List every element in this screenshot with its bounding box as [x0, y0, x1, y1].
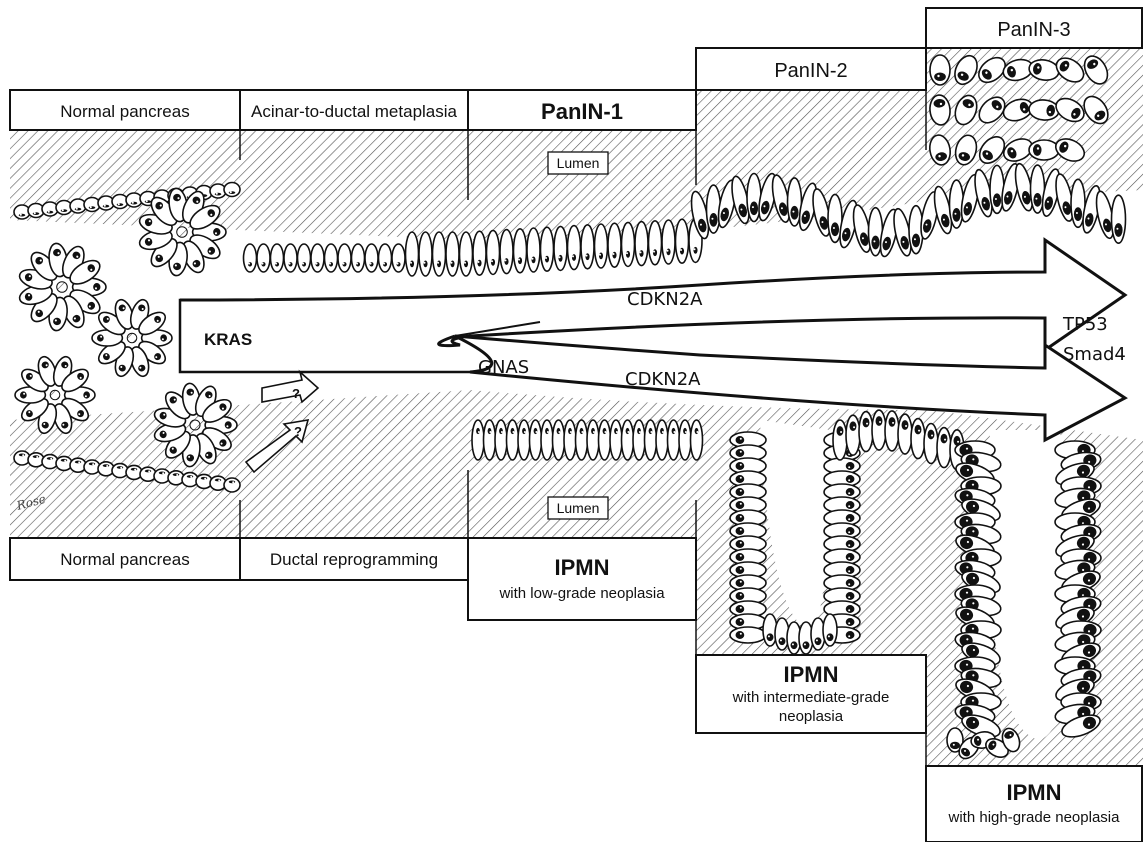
svg-text:Lumen: Lumen	[557, 155, 600, 171]
label-ipmn-intermediate-sub1: with intermediate-grade	[732, 689, 890, 706]
ipmn-cell	[472, 420, 484, 460]
columnar-cell	[325, 244, 338, 272]
columnar-cell	[311, 244, 324, 272]
columnar-cell	[595, 224, 608, 268]
ipmn-int-cell	[885, 411, 899, 451]
papillary-cell	[1029, 140, 1059, 160]
columnar-cell	[433, 232, 446, 276]
ipmn-cell	[576, 420, 588, 460]
ipmn-cell	[622, 420, 634, 460]
columnar-cell	[271, 244, 284, 272]
columnar-cell	[338, 244, 351, 272]
ipmn-cell	[587, 420, 599, 460]
columnar-cell	[581, 225, 594, 269]
lumen-label-bottom: Lumen	[548, 497, 608, 519]
ipmn-cell	[507, 420, 519, 460]
label-ipmn-low-title: IPMN	[555, 555, 610, 580]
columnar-cell	[379, 244, 392, 272]
columnar-cell	[419, 232, 432, 276]
columnar-cell	[662, 220, 675, 264]
ipmn-int-cell	[859, 412, 873, 452]
columnar-cell	[352, 244, 365, 272]
ipmn-cell	[656, 420, 668, 460]
ipmn-cell	[691, 420, 703, 460]
columnar-cell	[298, 244, 311, 272]
label-ipmn-high-sub: with high-grade neoplasia	[948, 809, 1121, 826]
ipmn-cell	[541, 420, 553, 460]
label-adm: Acinar-to-ductal metaplasia	[251, 102, 458, 121]
dysplastic-cell	[1112, 195, 1126, 243]
columnar-cell	[635, 222, 648, 266]
label-normal-pancreas-top: Normal pancreas	[60, 102, 189, 121]
ipmn-cell	[484, 420, 496, 460]
label-panin3: PanIN-3	[997, 19, 1070, 41]
columnar-cell	[244, 244, 257, 272]
ipmn-int-cell	[846, 415, 860, 455]
columnar-cell	[514, 229, 527, 273]
ipmn-int-cell	[730, 627, 766, 643]
columnar-cell	[487, 230, 500, 274]
svg-text:Lumen: Lumen	[557, 500, 600, 516]
ipmn-int-cell	[823, 614, 837, 646]
columnar-cell	[676, 219, 689, 263]
columnar-cell	[392, 244, 405, 272]
ipmn-int-cell	[924, 424, 938, 464]
columnar-cell	[527, 228, 540, 272]
ipmn-cell	[633, 420, 645, 460]
label-ipmn-intermediate-title: IPMN	[784, 662, 839, 687]
columnar-cell	[406, 232, 419, 276]
label-normal-pancreas-bottom: Normal pancreas	[60, 550, 189, 569]
gene-tp53: TP53	[1062, 314, 1108, 335]
lumen-label-top: Lumen	[548, 152, 608, 174]
label-ductal-reprogramming: Ductal reprogramming	[270, 550, 438, 569]
label-panin1: PanIN-1	[541, 99, 623, 124]
columnar-cell	[541, 227, 554, 271]
ipmn-cell	[668, 420, 680, 460]
ipmn-cell	[599, 420, 611, 460]
gene-cdkn2a-top: CDKN2A	[627, 289, 703, 310]
cuboidal-cell	[224, 183, 240, 197]
ipmn-cell	[530, 420, 542, 460]
columnar-cell	[284, 244, 297, 272]
ipmn-cell	[495, 420, 507, 460]
ipmn-cell	[645, 420, 657, 460]
gene-kras: KRAS	[204, 330, 252, 349]
papillary-cell	[930, 55, 950, 85]
gene-cdkn2a-bottom: CDKN2A	[625, 369, 701, 390]
ipmn-cell	[518, 420, 530, 460]
ipmn-cell	[610, 420, 622, 460]
columnar-cell	[473, 231, 486, 275]
ipmn-cell	[553, 420, 565, 460]
columnar-cell	[568, 226, 581, 270]
question-mark-1: ?	[292, 386, 300, 401]
columnar-cell	[446, 232, 459, 276]
ipmn-int-cell	[872, 410, 886, 450]
columnar-cell	[649, 221, 662, 265]
columnar-cell	[622, 222, 635, 266]
ipmn-cell	[679, 420, 691, 460]
ipmn-int-cell	[911, 419, 925, 459]
ipmn-cell	[564, 420, 576, 460]
columnar-cell	[257, 244, 270, 272]
label-ipmn-intermediate-sub2: neoplasia	[779, 708, 844, 725]
columnar-cell	[500, 230, 513, 274]
ipmn-int-cell	[833, 420, 847, 460]
ipmn-int-cell	[898, 414, 912, 454]
label-panin2: PanIN-2	[774, 60, 847, 82]
question-mark-2: ?	[294, 424, 302, 439]
columnar-cell	[608, 223, 621, 267]
columnar-cell	[460, 232, 473, 276]
label-ipmn-high-title: IPMN	[1007, 780, 1062, 805]
label-ipmn-low-sub: with low-grade neoplasia	[498, 585, 665, 602]
gene-gnas: GNAS	[478, 357, 529, 378]
cuboidal-cell	[224, 478, 240, 492]
gene-smad4: Smad4	[1063, 344, 1126, 365]
columnar-cell	[365, 244, 378, 272]
columnar-cell	[554, 226, 567, 270]
ipmn-int-cell	[937, 428, 951, 468]
